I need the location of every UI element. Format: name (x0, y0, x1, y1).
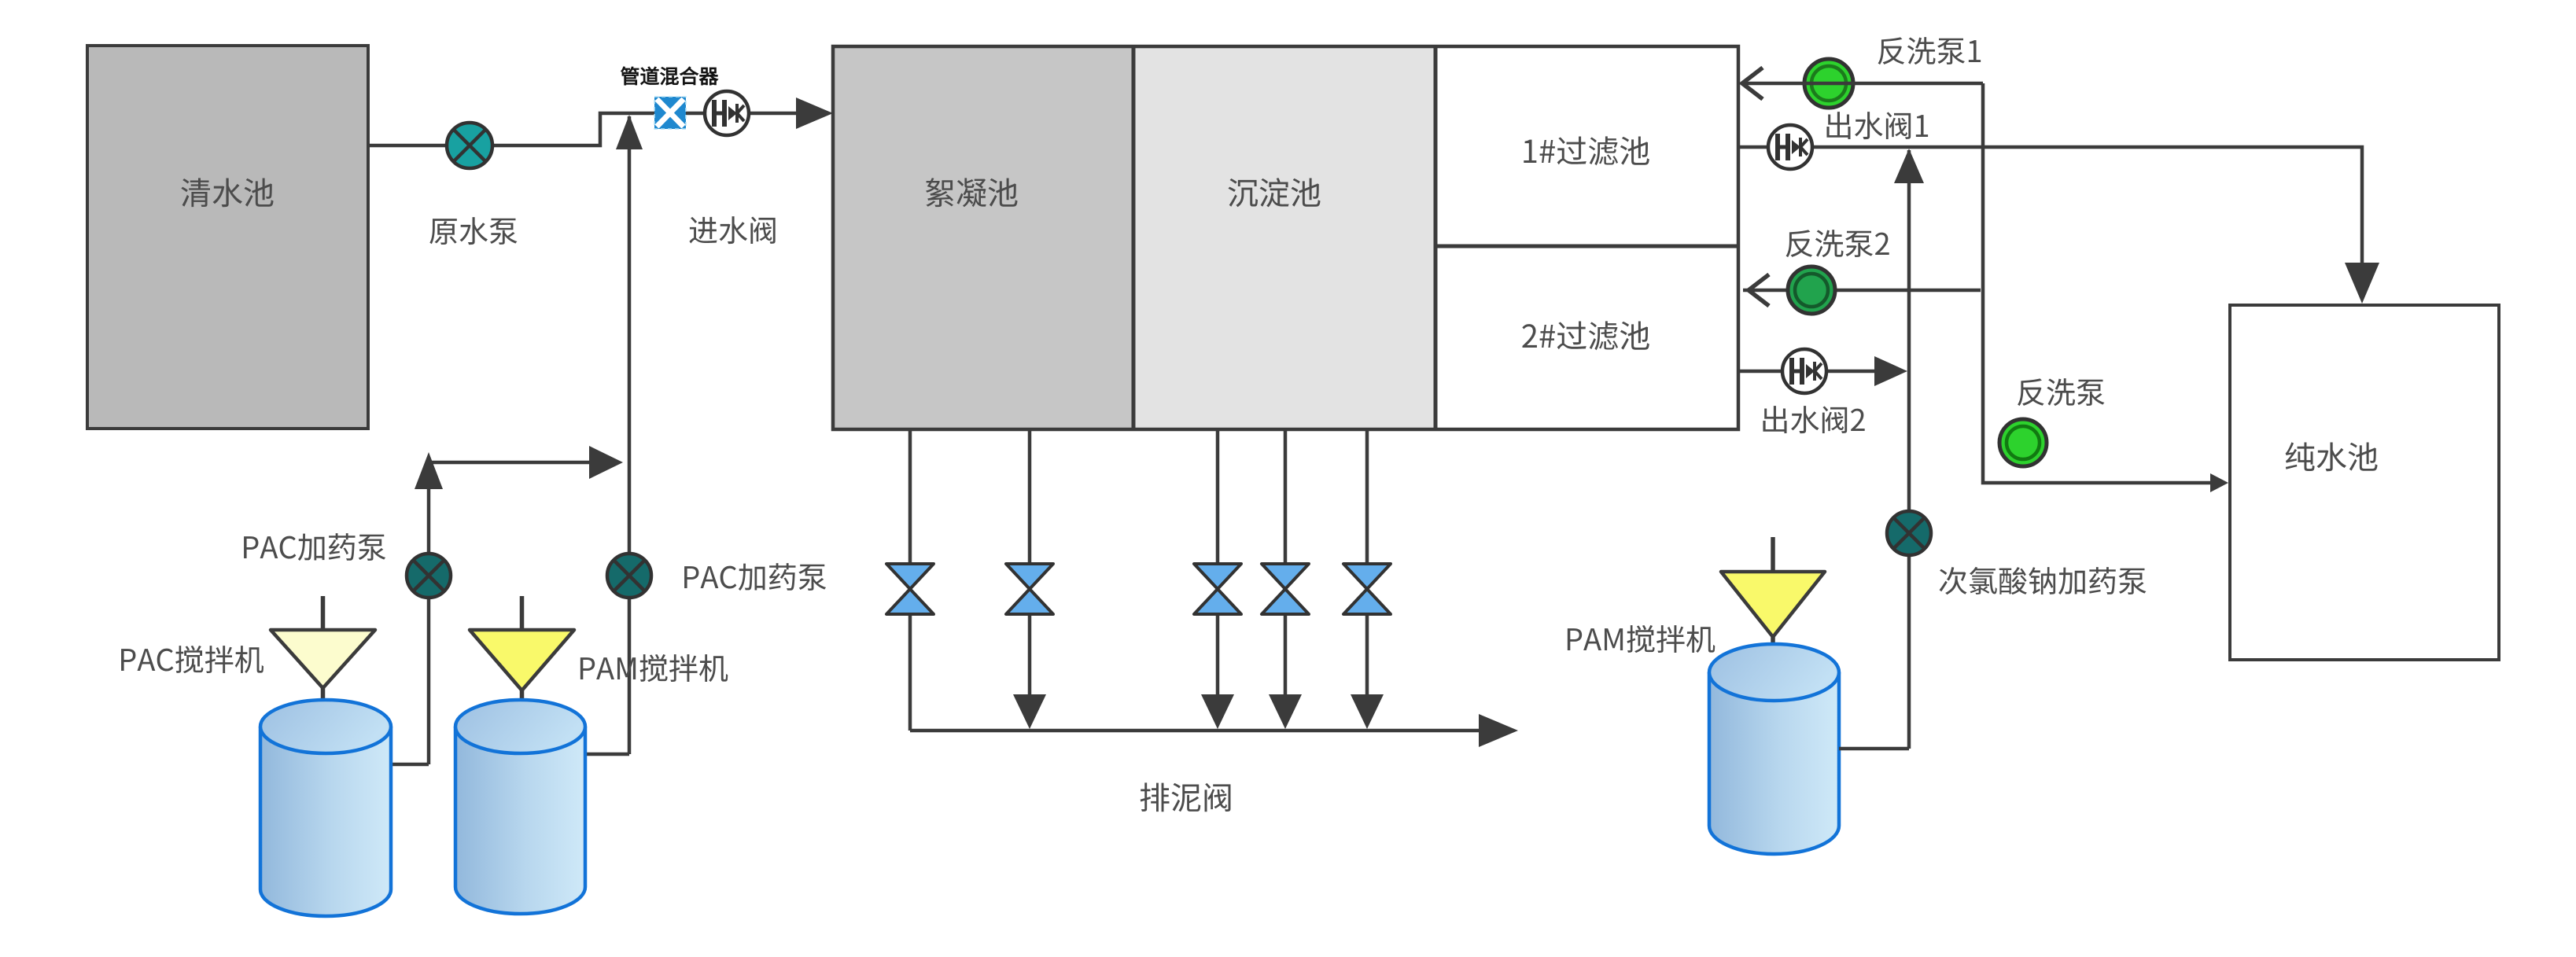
pam-mixer-left-label: PAM搅拌机 (577, 645, 728, 688)
tank-filter-2-label: 2#过滤池 (1521, 311, 1650, 357)
tank-sedimentation-label: 沉淀池 (1227, 168, 1321, 214)
tank-sedimentation[interactable] (1133, 46, 1435, 429)
arrow-into-pure-tank-left (2210, 473, 2228, 492)
arrow-pac-right-up (616, 115, 643, 149)
tank-filter-1-label: 1#过滤池 (1521, 127, 1650, 172)
tank-pure-water[interactable]: 纯水池 (2228, 304, 2500, 661)
pam-solution-tank-left-icon[interactable] (453, 698, 588, 916)
arrow-sludge-drop-3 (1201, 694, 1234, 729)
tank-flocculation-label: 絮凝池 (924, 168, 1019, 214)
arrow-sludge-drop-5 (1351, 694, 1384, 729)
outlet-valve-2-label: 出水阀2 (1760, 396, 1866, 440)
sludge-valves-label: 排泥阀 (1139, 773, 1233, 819)
pac-solution-tank-icon[interactable] (258, 698, 393, 918)
sludge-valve-3-icon[interactable] (1192, 562, 1243, 616)
tank-clear-water[interactable]: 清水池 (86, 44, 370, 430)
pac-dosing-pump-left-label: PAC加药泵 (241, 524, 386, 567)
tank-pure-water-label: 纯水池 (2284, 432, 2379, 478)
inlet-valve-icon[interactable] (702, 89, 751, 138)
inlet-valve-label: 进水阀 (688, 207, 778, 250)
arrow-pac-left-right (589, 446, 623, 479)
backwash-pump-2-icon[interactable] (1786, 264, 1837, 316)
backwash-pump-1-label: 反洗泵1 (1876, 28, 1982, 71)
sludge-valve-4-icon[interactable] (1260, 562, 1310, 616)
tank-clear-water-label: 清水池 (180, 168, 275, 214)
sludge-valve-2-icon[interactable] (1004, 562, 1055, 616)
tank-flocculation[interactable] (833, 46, 1133, 429)
pam-mixer-right-label: PAM搅拌机 (1564, 616, 1715, 659)
arrow-sludge-drop-4 (1269, 694, 1302, 729)
sludge-valve-5-icon[interactable] (1342, 562, 1392, 616)
arrow-sludge-out (1479, 714, 1518, 747)
pac-mixer-label: PAC搅拌机 (118, 636, 263, 679)
outlet-valve-1-label: 出水阀1 (1823, 102, 1929, 145)
arrow-outlet-2-right (1874, 356, 1907, 386)
tank-filter-2[interactable] (1435, 246, 1738, 429)
pac-dosing-pump-right-icon[interactable] (605, 551, 654, 600)
pac-dosing-pump-right-label: PAC加药泵 (681, 554, 827, 597)
pipe-outlet-1 (1738, 145, 2364, 264)
hypochlorite-dosing-pump-label: 次氯酸钠加药泵 (1938, 558, 2147, 601)
backwash-pump-label: 反洗泵 (2016, 369, 2106, 412)
pipeline-mixer-icon[interactable] (654, 96, 687, 130)
outlet-valve-1-icon[interactable] (1766, 123, 1815, 171)
outlet-valve-2-icon[interactable] (1780, 347, 1829, 396)
pam-solution-tank-right-icon[interactable] (1707, 642, 1841, 856)
arrow-pac-left-up (415, 452, 443, 489)
backwash-pump-2-label: 反洗泵2 (1784, 220, 1890, 263)
pipeline-mixer-label: 管道混合器 (620, 61, 719, 90)
sludge-valve-1-icon[interactable] (885, 562, 935, 616)
arrow-backwash-2-left (1745, 272, 1771, 308)
arrow-into-pure-tank-top (2345, 263, 2379, 304)
tank-filter-1[interactable] (1435, 46, 1738, 246)
arrow-hypochlorite-up (1894, 149, 1924, 183)
process-block-border (831, 44, 1741, 432)
raw-water-pump-icon[interactable] (444, 120, 495, 171)
arrow-into-flocculation (796, 98, 833, 129)
pac-dosing-pump-left-icon[interactable] (404, 551, 453, 600)
arrow-sludge-drop-2 (1013, 694, 1046, 729)
hypochlorite-dosing-pump-icon[interactable] (1885, 509, 1933, 558)
arrow-backwash-1-left (1738, 65, 1764, 101)
tank-process-block: 絮凝池 沉淀池 1#过滤池 2#过滤池 (831, 44, 1741, 432)
raw-water-pump-label: 原水泵 (429, 208, 518, 251)
backwash-pump-icon[interactable] (1997, 417, 2049, 469)
pipe-backwash-down-to-pure (1981, 83, 2212, 485)
